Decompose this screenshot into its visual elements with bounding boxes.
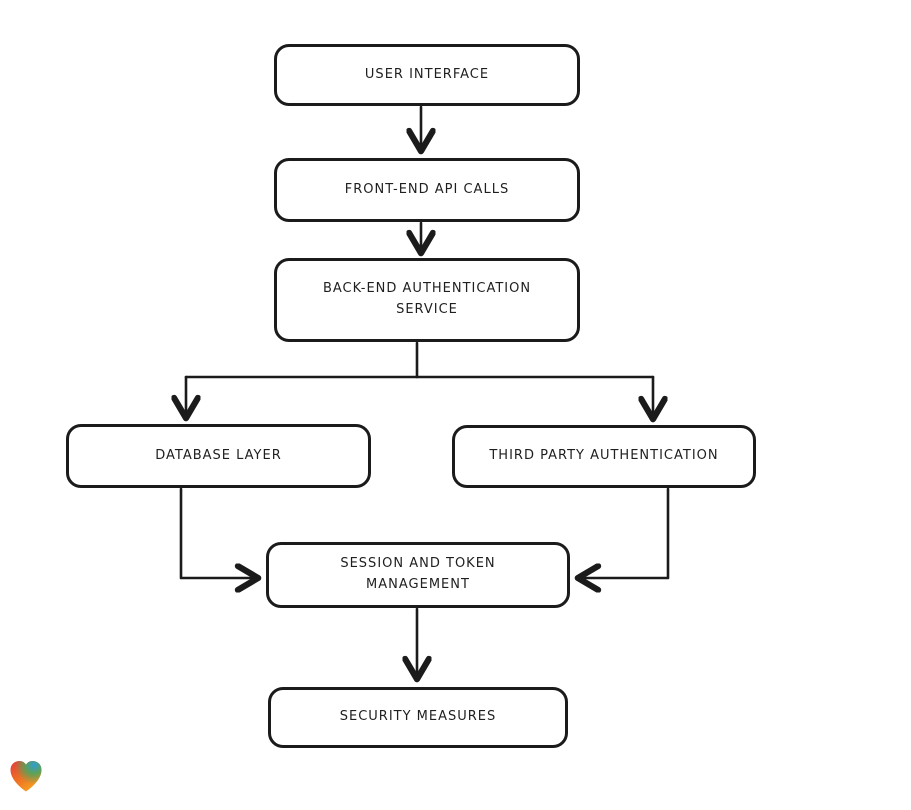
- node-label-security-measures: SECURITY MEASURES: [339, 709, 497, 725]
- node-session-and-token-management[interactable]: SESSION AND TOKEN MANAGEMENT: [266, 542, 570, 608]
- node-third-party-authentication[interactable]: THIRD PARTY AUTHENTICATION: [452, 425, 756, 488]
- watermark-logo[interactable]: [8, 759, 44, 794]
- node-user-interface[interactable]: USER INTERFACE: [274, 44, 580, 106]
- node-label-front-end-api-calls: FRONT-END API CALLS: [344, 181, 510, 197]
- node-label-database-layer: DATABASE LAYER: [155, 447, 282, 463]
- node-database-layer[interactable]: DATABASE LAYER: [66, 424, 371, 488]
- node-front-end-api-calls[interactable]: FRONT-END API CALLS: [274, 158, 580, 222]
- edge-thirdparty-to-session: [579, 487, 670, 578]
- node-label-user-interface: USER INTERFACE: [364, 66, 490, 82]
- node-back-end-authentication-service[interactable]: BACK-END AUTHENTICATION SERVICE: [274, 258, 580, 342]
- node-label-back-end-authentication-service: BACK-END AUTHENTICATION SERVICE: [322, 281, 532, 317]
- node-security-measures[interactable]: SECURITY MEASURES: [268, 687, 568, 748]
- edge-database-to-session: [179, 487, 257, 578]
- node-label-session-and-token-management: SESSION AND TOKEN MANAGEMENT: [340, 556, 496, 592]
- node-label-third-party-authentication: THIRD PARTY AUTHENTICATION: [489, 448, 719, 464]
- gradient-heart-icon: [10, 761, 42, 792]
